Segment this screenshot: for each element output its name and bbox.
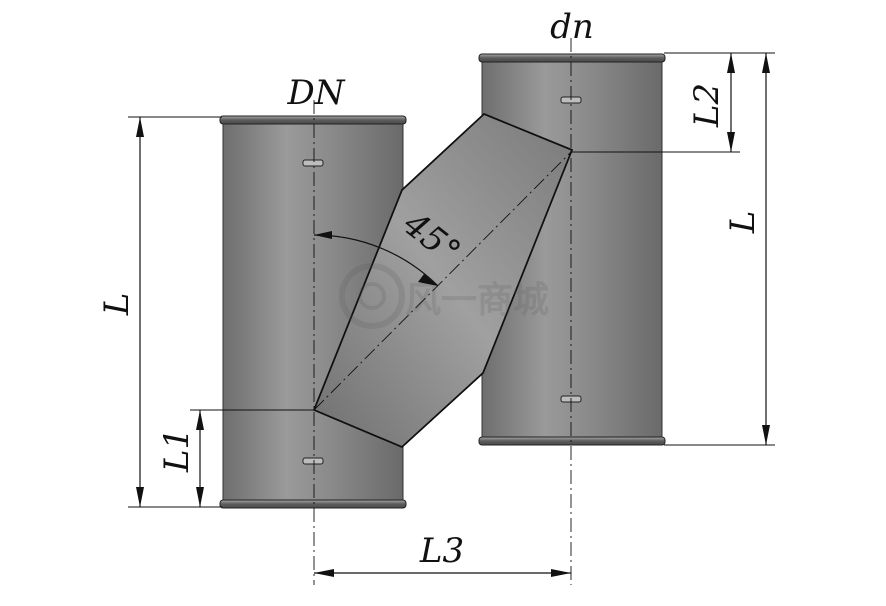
- watermark: 风一商城: [339, 263, 549, 329]
- watermark-text: 风一商城: [405, 280, 549, 321]
- dimension-l3: [314, 569, 571, 577]
- dimension-l-left: [136, 117, 144, 507]
- branch-connector: [312, 113, 574, 448]
- dimension-l1: [196, 410, 204, 507]
- label-l3: L3: [419, 531, 464, 571]
- dimension-l2: [727, 53, 735, 152]
- dimension-l-right: [762, 53, 770, 445]
- right-pipe-top-flange: [478, 53, 666, 63]
- left-pipe-top-flange: [219, 115, 407, 125]
- label-l-left: L: [97, 293, 137, 317]
- label-l1: L1: [157, 428, 197, 473]
- label-dn-small: dn: [550, 7, 594, 47]
- branch-centerline: [313, 151, 572, 411]
- left-pipe-slot-top: [302, 159, 324, 167]
- right-pipe-bottom-flange: [478, 436, 666, 446]
- label-dn-large: DN: [286, 73, 345, 113]
- label-l2: L2: [687, 83, 727, 128]
- left-pipe-slot-bottom: [302, 457, 324, 465]
- angle-arc: [313, 231, 439, 287]
- left-pipe-bottom-flange: [219, 499, 407, 509]
- label-l-right: L: [723, 211, 763, 235]
